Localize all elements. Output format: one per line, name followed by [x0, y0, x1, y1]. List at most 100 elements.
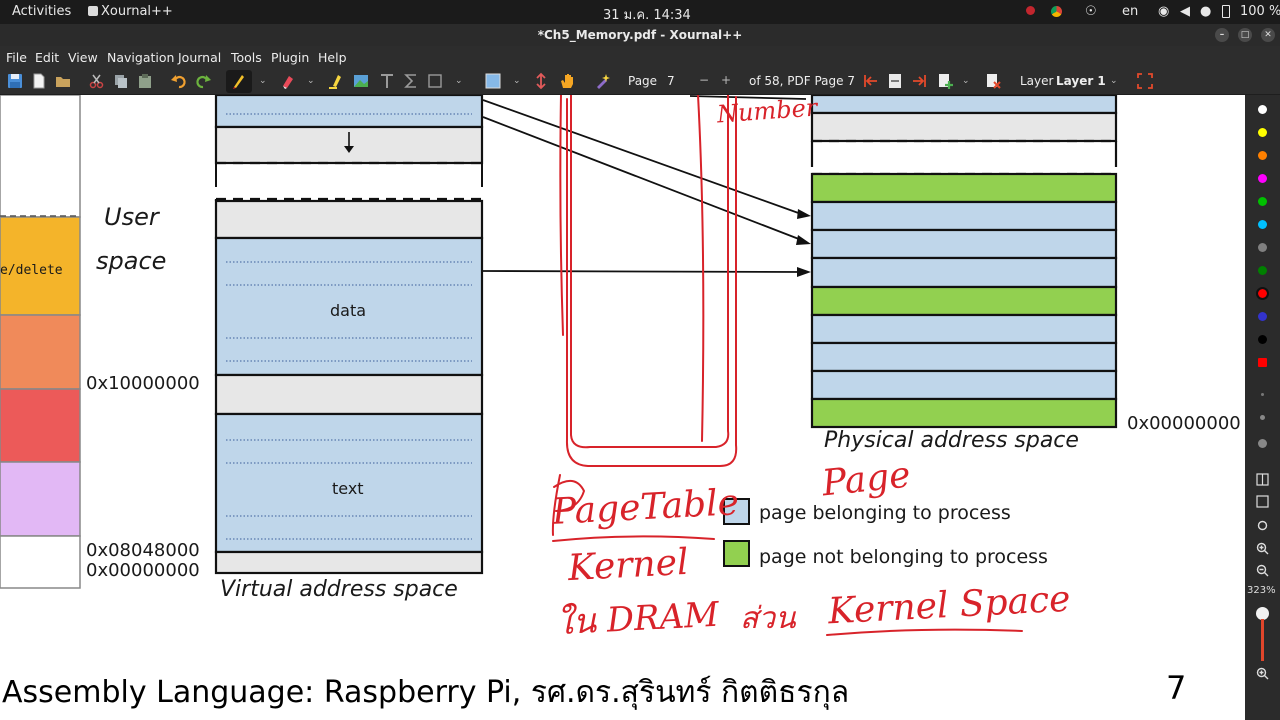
activities-button[interactable]: Activities	[12, 4, 72, 19]
document-canvas[interactable]: User space e/delete 0x10000000 0x0804800…	[0, 95, 1245, 720]
pen-color-swatch-3[interactable]	[1258, 174, 1267, 183]
pages-icon[interactable]	[1256, 495, 1269, 508]
wifi-icon[interactable]: ◉	[1158, 4, 1170, 19]
pen-color-swatch-4[interactable]	[1258, 197, 1267, 206]
layer-chevron-down-icon[interactable]: ⌄	[1110, 76, 1118, 86]
shapes-chevron-down-icon[interactable]: ⌄	[455, 76, 463, 86]
physical-page-8	[810, 313, 1118, 345]
layout-icon[interactable]	[1256, 473, 1269, 486]
recording-indicator-icon[interactable]	[1026, 6, 1035, 15]
address-0x00000000-physical: 0x00000000	[1127, 413, 1241, 434]
language-indicator[interactable]: en	[1122, 4, 1139, 19]
paste-icon[interactable]	[136, 72, 154, 90]
maximize-icon: □	[1240, 30, 1250, 40]
left-segment-red	[0, 388, 81, 463]
microphone-icon[interactable]: ●	[1200, 4, 1212, 19]
app-menu[interactable]: Xournal++	[88, 4, 173, 19]
text-segment-label: text	[332, 479, 364, 498]
pen-color-swatch-1[interactable]	[1258, 128, 1267, 137]
pen-icon	[233, 75, 244, 89]
maximize-button[interactable]: □	[1238, 28, 1252, 42]
menu-plugin[interactable]: Plugin	[271, 50, 310, 65]
menu-file[interactable]: File	[6, 50, 27, 65]
pen-options-chevron-down-icon[interactable]: ⌄	[259, 76, 267, 86]
virtual-address-space-caption: Virtual address space	[220, 577, 458, 602]
zoom-slider-handle[interactable]	[1256, 607, 1269, 620]
shape-recognizer-icon[interactable]	[426, 72, 444, 90]
accessibility-icon[interactable]: ☉	[1085, 4, 1097, 19]
menu-view[interactable]: View	[68, 50, 98, 65]
undo-icon[interactable]	[170, 72, 188, 90]
zoom-out-icon[interactable]	[1256, 564, 1269, 577]
app-menu-label: Xournal++	[101, 4, 173, 19]
save-icon[interactable]	[6, 72, 24, 90]
open-folder-icon[interactable]	[54, 72, 72, 90]
window-title: *Ch5_Memory.pdf - Xournal++	[537, 28, 743, 42]
cut-icon[interactable]	[88, 72, 106, 90]
zoom-fit-icon[interactable]	[1256, 519, 1269, 532]
pen-color-swatch-0[interactable]	[1258, 105, 1267, 114]
virtual-data-segment	[214, 236, 484, 377]
fullscreen-icon[interactable]	[1136, 72, 1154, 90]
pen-color-swatch-8[interactable]	[1256, 287, 1269, 300]
pen-color-swatch-9[interactable]	[1258, 312, 1267, 321]
pen-color-swatch-6[interactable]	[1258, 243, 1267, 252]
medium-dot-indicator	[1260, 415, 1265, 420]
chrome-icon[interactable]	[1051, 6, 1062, 17]
menu-help[interactable]: Help	[318, 50, 347, 65]
pen-color-swatch-5[interactable]	[1258, 220, 1267, 229]
menu-navigation[interactable]: Navigation	[107, 50, 175, 65]
menu-journal[interactable]: Journal	[178, 50, 222, 65]
clock[interactable]: 31 ม.ค. 14:34	[603, 8, 691, 23]
latex-sigma-icon[interactable]	[402, 72, 420, 90]
zoom-in-icon[interactable]	[1256, 542, 1269, 555]
physical-page-2	[810, 111, 1118, 143]
page-increment-button[interactable]: +	[721, 73, 732, 87]
redo-icon[interactable]	[194, 72, 212, 90]
zoom-plus-icon[interactable]	[1256, 667, 1269, 680]
highlighter-icon[interactable]	[326, 72, 344, 90]
pen-color-swatch-7[interactable]	[1258, 266, 1267, 275]
eraser-options-chevron-down-icon[interactable]: ⌄	[307, 76, 315, 86]
first-page-icon[interactable]	[862, 72, 880, 90]
xournal-app-icon	[88, 6, 98, 16]
zoom-slider-track[interactable]	[1261, 619, 1264, 661]
large-dot-indicator	[1258, 439, 1267, 448]
menu-tools[interactable]: Tools	[231, 50, 262, 65]
left-segment-label: e/delete	[0, 263, 63, 278]
volume-icon[interactable]: ◀	[1180, 4, 1190, 19]
physical-page-10	[810, 369, 1118, 401]
image-icon[interactable]	[352, 72, 370, 90]
minimize-button[interactable]: –	[1215, 28, 1229, 42]
hand-tool-icon[interactable]	[558, 72, 576, 90]
toolbar: ⌄ ⌄ ⌄ ⌄ Page 7 − + of 58, PDF Page 7 ⌄ L…	[0, 68, 1280, 95]
close-button[interactable]: ✕	[1261, 28, 1275, 42]
color-swatch-icon[interactable]	[484, 72, 502, 90]
goto-page-icon[interactable]	[886, 72, 904, 90]
battery-percent[interactable]: 100 %	[1240, 4, 1280, 19]
pen-color-swatch-10[interactable]	[1258, 335, 1267, 344]
copy-icon[interactable]	[112, 72, 130, 90]
legend-blue-swatch	[723, 498, 750, 525]
insert-page-chevron-down-icon[interactable]: ⌄	[962, 76, 970, 86]
eraser-icon[interactable]	[278, 72, 296, 90]
page-number-input[interactable]: 7	[667, 74, 675, 88]
color-chevron-down-icon[interactable]: ⌄	[513, 76, 521, 86]
physical-address-space-caption: Physical address space	[824, 428, 1079, 453]
delete-page-icon[interactable]	[984, 72, 1002, 90]
vertical-space-icon[interactable]	[532, 72, 550, 90]
window-title-bar[interactable]: *Ch5_Memory.pdf - Xournal++ – □ ✕	[0, 24, 1280, 46]
last-page-icon[interactable]	[910, 72, 928, 90]
left-memory-column	[0, 95, 81, 589]
text-tool-icon[interactable]	[378, 72, 396, 90]
menu-edit[interactable]: Edit	[35, 50, 60, 65]
new-document-icon[interactable]	[30, 72, 48, 90]
battery-icon[interactable]	[1222, 5, 1230, 18]
pen-tool-button[interactable]	[226, 70, 252, 93]
pen-color-swatch-11[interactable]	[1258, 358, 1267, 367]
layer-select[interactable]: Layer 1	[1056, 74, 1106, 88]
page-decrement-button[interactable]: −	[699, 73, 710, 87]
pen-color-swatch-2[interactable]	[1258, 151, 1267, 160]
select-object-icon[interactable]	[594, 72, 612, 90]
insert-page-icon[interactable]	[936, 72, 954, 90]
